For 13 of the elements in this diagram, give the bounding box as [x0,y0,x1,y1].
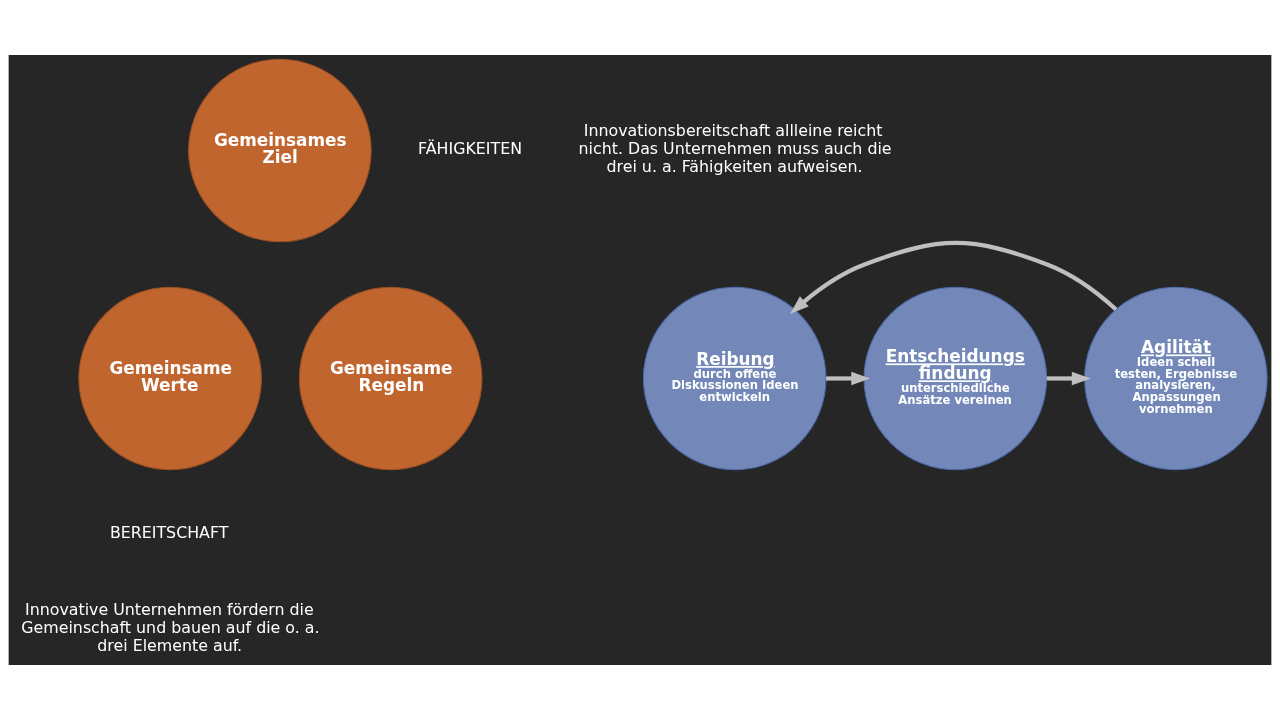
node-circle: Gemeinsames Ziel [188,58,372,243]
label: Innovative Unternehmen fördern die Gemeinschaft und bauen auf die o. a. drei Elemente auf. [21,600,320,656]
node-circle: Agilität Ideen schell testen, Ergebnisse analysieren, Anpassungen vornehmen [1084,286,1268,471]
arrow [826,371,871,386]
label: BEREITSCHAFT [109,522,229,542]
arrow [1046,371,1091,386]
node-circle: Gemeinsame Werte [78,286,262,471]
arrow [790,240,1118,314]
node-circle: Gemeinsame Regeln [298,286,483,471]
label: Innovationsbereitschaft allleine reicht nicht. Das Unternehmen muss auch die drei u. a. Fähigkeiten aufweisen. [578,121,892,177]
node-circle: Entscheidungs findung unterschiedliche Ansätze vereinen [863,286,1048,471]
label: FÄHIGKEITEN [418,139,522,159]
node-circle: Reibung durch offene Diskussionen Ideen entwickeln [642,286,827,471]
